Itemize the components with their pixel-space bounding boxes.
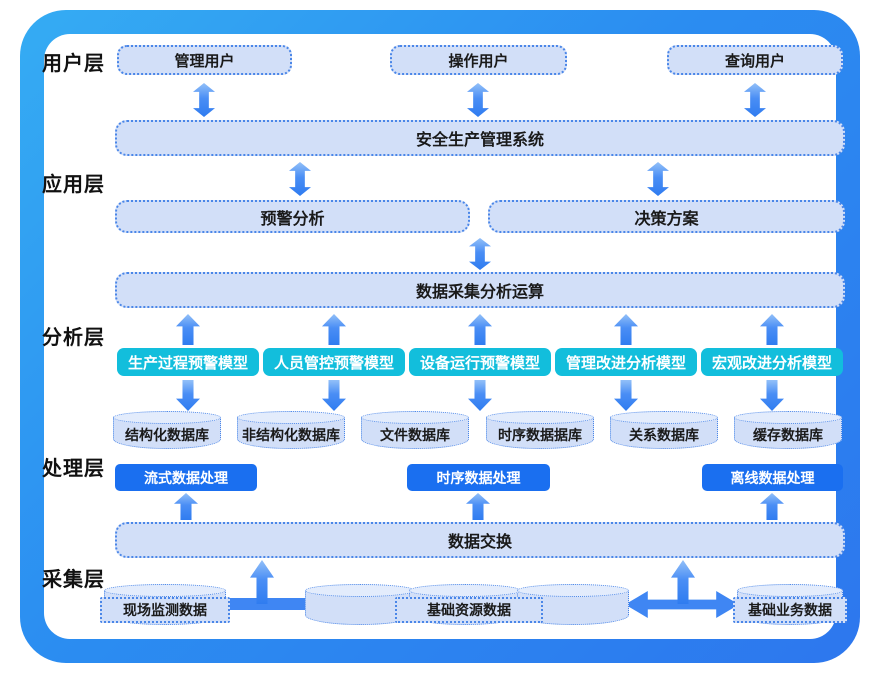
layer-label-user: 用户层 — [42, 53, 105, 75]
double-arrow-vertical-icon — [193, 83, 215, 117]
src-base-business-label: 基础业务数据 — [733, 597, 847, 623]
db-label: 缓存数据库 — [753, 427, 823, 443]
cylinder-top — [734, 411, 842, 424]
db-unstructured: 非结构化数据库 — [237, 411, 345, 449]
node-warning-analysis: 预警分析 — [115, 200, 470, 233]
double-arrow-vertical-icon — [744, 83, 766, 117]
node-data-exchange: 数据交换 — [115, 522, 845, 558]
cylinder-top — [737, 584, 843, 597]
node-stream-processing: 流式数据处理 — [115, 464, 257, 491]
cylinder-top — [610, 411, 718, 424]
double-arrow-vertical-icon — [289, 162, 311, 196]
cylinder-top — [104, 584, 226, 597]
layer-label-collect: 采集层 — [42, 569, 105, 591]
db-label: 文件数据库 — [380, 427, 450, 443]
node-timeseries-processing: 时序数据处理 — [407, 464, 550, 491]
node-operate-user: 操作用户 — [390, 45, 567, 75]
node-offline-processing: 离线数据处理 — [702, 464, 843, 491]
cylinder-top — [361, 411, 469, 424]
node-model-management: 管理改进分析模型 — [555, 348, 697, 376]
db-label: 时序数据据库 — [498, 427, 582, 443]
db-cache: 缓存数据库 — [734, 411, 842, 449]
src-base-resource-label: 基础资源数据 — [395, 597, 543, 623]
node-decision-plan: 决策方案 — [488, 200, 845, 233]
node-admin-user: 管理用户 — [117, 45, 292, 75]
cylinder-top — [409, 584, 521, 597]
layer-label-analysis: 分析层 — [42, 327, 105, 349]
node-safety-system: 安全生产管理系统 — [115, 120, 845, 156]
double-arrow-vertical-icon — [467, 83, 489, 117]
db-label: 关系数据库 — [629, 427, 699, 443]
cylinder-top — [305, 584, 415, 597]
db-label: 结构化数据库 — [125, 427, 209, 443]
node-model-personnel: 人员管控预警模型 — [263, 348, 405, 376]
double-arrow-vertical-icon — [469, 238, 491, 270]
connector-bar — [226, 598, 308, 610]
cylinder-top — [517, 584, 629, 597]
db-label: 非结构化数据库 — [242, 427, 340, 443]
db-file: 文件数据库 — [361, 411, 469, 449]
node-model-production: 生产过程预警模型 — [117, 348, 259, 376]
cylinder-top — [486, 411, 594, 424]
double-arrow-vertical-icon — [647, 162, 669, 196]
node-data-compute: 数据采集分析运算 — [115, 272, 845, 308]
cylinder-top — [237, 411, 345, 424]
layer-label-process: 处理层 — [42, 458, 105, 480]
node-model-macro: 宏观改进分析模型 — [701, 348, 843, 376]
db-relational: 关系数据库 — [610, 411, 718, 449]
src-site-monitoring-label: 现场监测数据 — [100, 597, 230, 623]
layer-label-app: 应用层 — [42, 174, 105, 196]
db-structured: 结构化数据库 — [113, 411, 221, 449]
node-query-user: 查询用户 — [667, 45, 843, 75]
db-timeseries: 时序数据据库 — [486, 411, 594, 449]
cylinder-top — [113, 411, 221, 424]
node-model-equipment: 设备运行预警模型 — [409, 348, 551, 376]
